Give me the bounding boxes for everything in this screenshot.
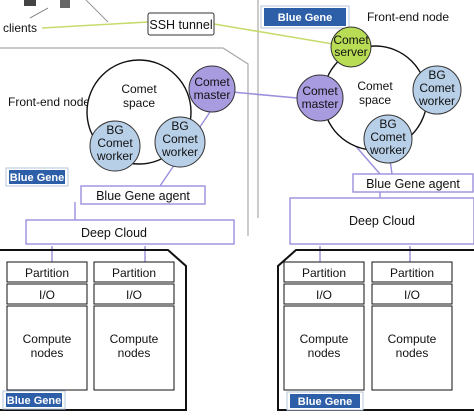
partition-box (93, 261, 175, 283)
logo-badge (290, 394, 360, 408)
io-label: I/O (126, 288, 142, 302)
right-comet-master-label: Comet (302, 84, 338, 98)
compute-label: Compute (110, 332, 159, 346)
right-bluegene-logo-top: Blue Gene (260, 5, 350, 29)
master-master-link (231, 91, 298, 99)
worker-label: Comet (97, 136, 133, 150)
worker-label: BG (379, 117, 396, 131)
left-comet-master-label: Comet (194, 75, 230, 89)
right-comet-server (330, 26, 372, 68)
right-bluegene-logo-lower: Blue Gene (286, 391, 364, 411)
compute-label: nodes (31, 346, 64, 360)
right-bg-comet-worker (363, 114, 413, 164)
compute-box (283, 305, 365, 391)
left-comet-master (188, 65, 236, 113)
worker-label: BG (428, 68, 445, 82)
compute-label: nodes (396, 346, 429, 360)
right-deep-cloud (289, 197, 474, 245)
compute-label: Compute (300, 332, 349, 346)
worker-label: worker (96, 149, 133, 163)
io-box (6, 283, 88, 305)
left-comet-space-label: space (123, 96, 155, 110)
logo-badge (6, 393, 62, 407)
left-bluegene-agent (80, 185, 206, 205)
worker-label: Comet (419, 81, 455, 95)
logo-text: Blue Gene (278, 12, 332, 24)
partition-label: Partition (112, 266, 156, 280)
partition-box (371, 261, 453, 283)
partition-label: Partition (302, 266, 346, 280)
compute-box (6, 305, 88, 391)
left-bluegene-logo-lower: Blue Gene (2, 390, 66, 410)
compute-label: Compute (23, 332, 72, 346)
left-bluegene-machine (0, 249, 187, 411)
left-bluegene-logo: Blue Gene (5, 167, 69, 187)
left-bg-comet-worker (154, 116, 206, 168)
partition-box (283, 261, 365, 283)
right-bg-comet-worker (412, 65, 462, 115)
clients-tunnel-link (41, 21, 149, 29)
worker-label: worker (369, 143, 406, 157)
ssh-tunnel-box (147, 12, 215, 36)
io-label: I/O (39, 288, 55, 302)
client-devices (24, 0, 109, 23)
logo-badge (264, 8, 346, 26)
io-box (283, 283, 365, 305)
client-link (85, 0, 109, 23)
left-comet-space-label: Comet (121, 82, 157, 96)
compute-label: nodes (308, 346, 341, 360)
left-frontend-frame (0, 47, 249, 236)
logo-text: Blue Gene (7, 395, 61, 407)
io-box (371, 283, 453, 305)
right-comet-space-label: space (359, 93, 391, 107)
worker-label: worker (161, 145, 198, 159)
client-device-icon (24, 0, 36, 6)
right-comet-master (296, 74, 344, 122)
compute-box (371, 305, 453, 391)
left-deep-cloud (25, 219, 235, 245)
logo-badge (9, 170, 65, 184)
worker-label: Comet (162, 132, 198, 146)
worker-label: worker (418, 94, 455, 108)
logo-text: Blue Gene (10, 172, 64, 184)
compute-box (93, 305, 175, 391)
left-comet-master-label: master (194, 88, 231, 102)
partition-label: Partition (390, 266, 434, 280)
partition-label: Partition (25, 266, 69, 280)
clients-label: clients (3, 21, 37, 35)
io-label: I/O (404, 288, 420, 302)
io-box (93, 283, 175, 305)
right-bluegene-agent (352, 173, 474, 193)
partition-box (6, 261, 88, 283)
logo-text: Blue Gene (298, 396, 352, 408)
left-agent-label: Blue Gene agent (96, 189, 190, 203)
left-deep-cloud-label: Deep Cloud (81, 226, 147, 240)
io-label: I/O (316, 288, 332, 302)
right-deep-cloud-label: Deep Cloud (349, 214, 415, 228)
right-comet-space-label: Comet (357, 79, 393, 93)
right-comet-server-label: Comet (333, 33, 369, 47)
compute-label: nodes (118, 346, 151, 360)
ssh-tunnel-label: SSH tunnel (149, 18, 212, 32)
worker-label: BG (106, 123, 123, 137)
worker-label: Comet (370, 130, 406, 144)
right-comet-server-label: server (334, 45, 367, 59)
worker-label: BG (171, 119, 188, 133)
tunnel-server-link (213, 23, 334, 45)
left-bg-comet-worker (89, 120, 141, 172)
right-agent-label: Blue Gene agent (366, 177, 460, 191)
right-frontend-label: Front-end node (367, 10, 449, 24)
compute-label: Compute (388, 332, 437, 346)
client-link (29, 7, 49, 19)
right-comet-master-label: master (302, 97, 339, 111)
left-frontend-label: Front-end node (8, 95, 90, 109)
client-device-icon (60, 0, 70, 8)
